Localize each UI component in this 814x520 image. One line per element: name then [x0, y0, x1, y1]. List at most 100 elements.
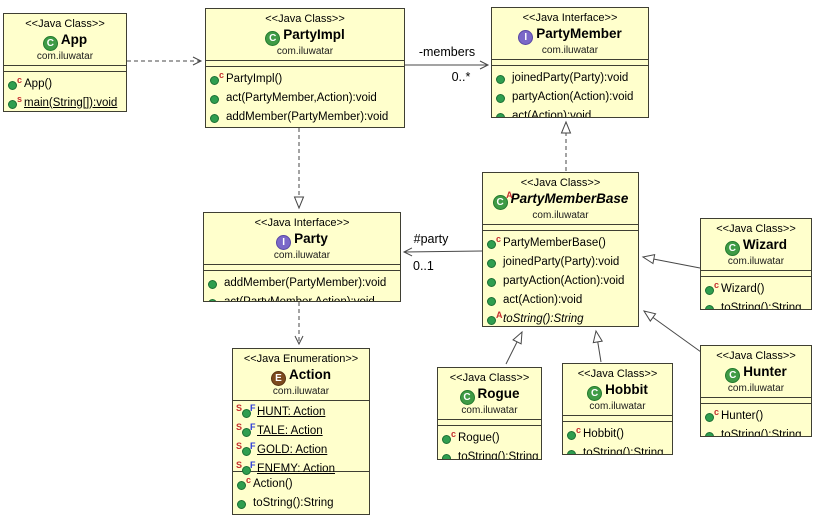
method-row[interactable]: act(PartyMember,Action):void [209, 88, 401, 107]
method-row[interactable]: joinedParty(Party):void [486, 252, 635, 271]
method-row[interactable]: act(Action):void [495, 106, 645, 117]
methods-compartment: joinedParty(Party):void partyAction(Acti… [492, 66, 648, 117]
fields-compartment [483, 225, 638, 231]
package-name: com.iluwatar [541, 45, 599, 56]
public-method-icon [486, 273, 503, 288]
public-method-icon [495, 108, 512, 117]
package-name: com.iluwatar [36, 51, 94, 62]
class-icon: C [265, 31, 281, 46]
abstract-method-icon: A [486, 310, 503, 326]
interface-icon: I [518, 30, 534, 45]
method-row[interactable]: toString():String [704, 298, 808, 309]
class-name: Hunter [743, 364, 787, 379]
generalization-edge-hunter-partymemberbase [642, 310, 702, 353]
fields-compartment [4, 66, 126, 72]
class-stereotype: <<Java Interface>> [522, 12, 618, 24]
method-row[interactable]: act(Action):void [486, 290, 635, 309]
generalization-edge-hobbit-partymemberbase [592, 329, 604, 363]
methods-compartment: addMember(PartyMember):void act(PartyMem… [204, 271, 400, 301]
class-icon: C [42, 36, 58, 51]
generalization-edge-wizard-partymemberbase [641, 254, 701, 269]
method-row[interactable]: joinedParty(Party):void [495, 68, 645, 87]
class-stereotype: <<Java Class>> [265, 13, 345, 25]
association-edge-partymemberbase-party [402, 247, 483, 257]
method-row[interactable]: addMember(PartyMember):void [209, 107, 401, 126]
method-row[interactable]: toString():String [441, 447, 539, 459]
class-name: Party [294, 231, 328, 246]
method-row[interactable]: toString():String [704, 425, 808, 436]
package-name: com.iluwatar [727, 256, 785, 267]
method-row[interactable]: partyAction(Action):void [486, 271, 635, 290]
method-row[interactable]: toString():String [236, 493, 366, 512]
public-method-icon [495, 70, 512, 85]
constructor-method-icon: c [236, 475, 253, 491]
constructor-method-icon: c [209, 70, 226, 86]
association-role-label: #party [414, 232, 449, 246]
package-name: com.iluwatar [272, 386, 330, 397]
class-stereotype: <<Java Enumeration>> [243, 353, 359, 365]
method-row[interactable]: partyAction(Action):void [495, 87, 645, 106]
class-icon: C [724, 241, 740, 256]
generalization-edge-rogue-partymemberbase [505, 330, 523, 365]
fields-compartment [701, 271, 811, 277]
class-name: PartyMemberBase [510, 191, 629, 206]
interface-icon: I [276, 235, 292, 250]
method-row[interactable]: toString():String [566, 443, 669, 454]
class-stereotype: <<Java Class>> [716, 350, 796, 362]
public-method-icon [704, 427, 721, 436]
constructor-method-icon: c [441, 429, 458, 445]
fields-compartment [204, 265, 400, 271]
method-row[interactable]: addMember(PartyMember):void [207, 273, 397, 292]
class-name: PartyImpl [283, 27, 345, 42]
class-stereotype: <<Java Interface>> [254, 217, 350, 229]
constructor-method-icon: c [566, 425, 583, 441]
public-method-icon [486, 292, 503, 307]
class-icon: C [459, 390, 475, 405]
public-method-icon [495, 89, 512, 104]
constructor-method-icon: c [704, 407, 721, 423]
class-stereotype: <<Java Class>> [25, 18, 105, 30]
package-name: com.iluwatar [589, 401, 646, 412]
method-row[interactable]: act(PartyMember,Action):void [207, 292, 397, 301]
